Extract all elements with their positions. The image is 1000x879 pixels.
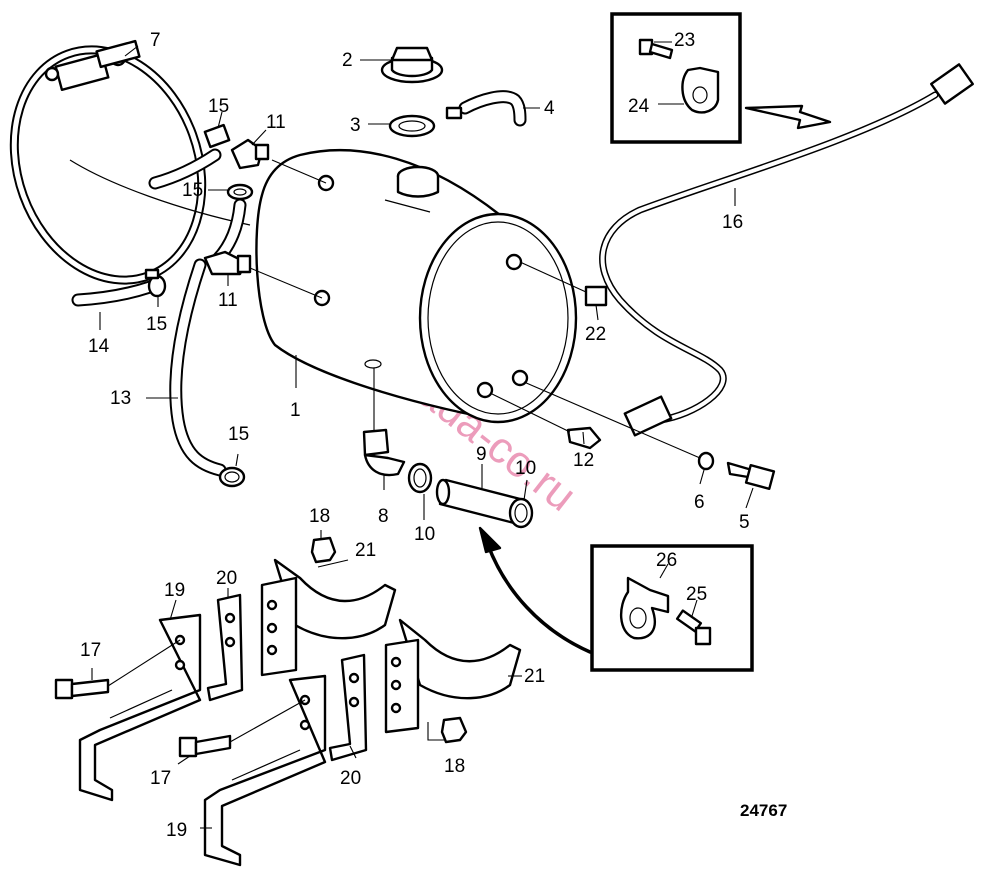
hose-16 bbox=[599, 63, 975, 437]
label-plug-22: 22 bbox=[585, 324, 606, 345]
label-hose-4: 4 bbox=[544, 98, 555, 119]
label-nut-18-b: 18 bbox=[444, 756, 465, 777]
label-tank-1: 1 bbox=[290, 400, 301, 421]
label-saddle-21-a: 21 bbox=[355, 540, 376, 561]
seal-ring-3 bbox=[388, 114, 436, 138]
label-plate-20-b: 20 bbox=[340, 768, 361, 789]
label-saddle-21-b: 21 bbox=[524, 666, 545, 687]
label-cap-2: 2 bbox=[342, 50, 353, 71]
bracket-19-top bbox=[78, 613, 202, 802]
label-bracket-19-b: 19 bbox=[166, 820, 187, 841]
fitting-5 bbox=[523, 381, 776, 490]
label-clamp-7: 7 bbox=[150, 30, 161, 51]
label-nut-18-a: 18 bbox=[309, 506, 330, 527]
label-fitting-5: 5 bbox=[739, 512, 750, 533]
tank-1 bbox=[249, 149, 578, 424]
clamp-15-bottom bbox=[218, 466, 246, 488]
clip-10-right bbox=[508, 497, 534, 529]
inset-box-bottom bbox=[478, 526, 754, 672]
label-nipple-11-bottom: 11 bbox=[218, 290, 238, 311]
nut-18-bottom bbox=[427, 716, 468, 744]
label-bolt-23: 23 bbox=[674, 30, 695, 51]
elbow-8 bbox=[362, 368, 406, 477]
label-clip-24: 24 bbox=[628, 96, 650, 117]
label-hose-16: 16 bbox=[722, 212, 743, 233]
label-hose-13: 13 bbox=[110, 388, 131, 409]
label-connector-12: 12 bbox=[573, 450, 594, 471]
label-tube-9: 9 bbox=[476, 444, 487, 465]
leader-lines bbox=[91, 41, 754, 829]
nipple-11-top bbox=[230, 138, 270, 170]
label-plate-20-a: 20 bbox=[216, 568, 237, 589]
filler-cap-2 bbox=[380, 46, 444, 84]
inset-box-top bbox=[610, 12, 832, 144]
clamp-15-top bbox=[203, 123, 231, 149]
label-washer-6: 6 bbox=[694, 492, 705, 513]
hose-13 bbox=[169, 258, 227, 477]
callout-labels: 1 2 3 4 5 6 7 8 9 10 10 11 11 12 13 14 1… bbox=[80, 30, 750, 841]
label-clamp-15-d: 15 bbox=[228, 424, 249, 445]
saddle-21-bottom bbox=[384, 618, 522, 734]
nut-18-top bbox=[310, 530, 337, 564]
bolt-17-bottom bbox=[178, 699, 306, 758]
bolt-17-top bbox=[54, 639, 181, 700]
nipple-11-bottom bbox=[203, 250, 252, 276]
washer-6 bbox=[697, 451, 715, 471]
label-bolt-17-a: 17 bbox=[80, 640, 101, 661]
label-seal-3: 3 bbox=[350, 115, 361, 136]
label-clamp-15-c: 15 bbox=[146, 314, 167, 335]
clamp-15-lower-left bbox=[144, 268, 167, 298]
bracket-19-bottom bbox=[203, 674, 327, 867]
figure-number: 24767 bbox=[740, 801, 787, 820]
label-clamp-15-b: 15 bbox=[182, 180, 203, 201]
saddle-21-top bbox=[260, 558, 397, 677]
plate-20-bottom bbox=[328, 653, 368, 762]
label-clip-26: 26 bbox=[656, 550, 677, 571]
label-bolt-17-b: 17 bbox=[150, 768, 171, 789]
plate-20-top bbox=[206, 593, 244, 702]
clip-10-left bbox=[407, 462, 433, 494]
label-clamp-15-a: 15 bbox=[208, 96, 229, 117]
clamp-15-middle bbox=[226, 183, 254, 201]
label-nipple-11-top: 11 bbox=[266, 112, 286, 133]
label-clip-10-right: 10 bbox=[515, 458, 536, 479]
label-hose-14: 14 bbox=[88, 336, 110, 357]
label-clip-10-left: 10 bbox=[414, 524, 435, 545]
hose-14 bbox=[71, 280, 157, 307]
label-elbow-8: 8 bbox=[378, 506, 389, 527]
hose-4 bbox=[445, 90, 527, 127]
label-bracket-19-a: 19 bbox=[164, 580, 185, 601]
label-bolt-25: 25 bbox=[686, 584, 707, 605]
